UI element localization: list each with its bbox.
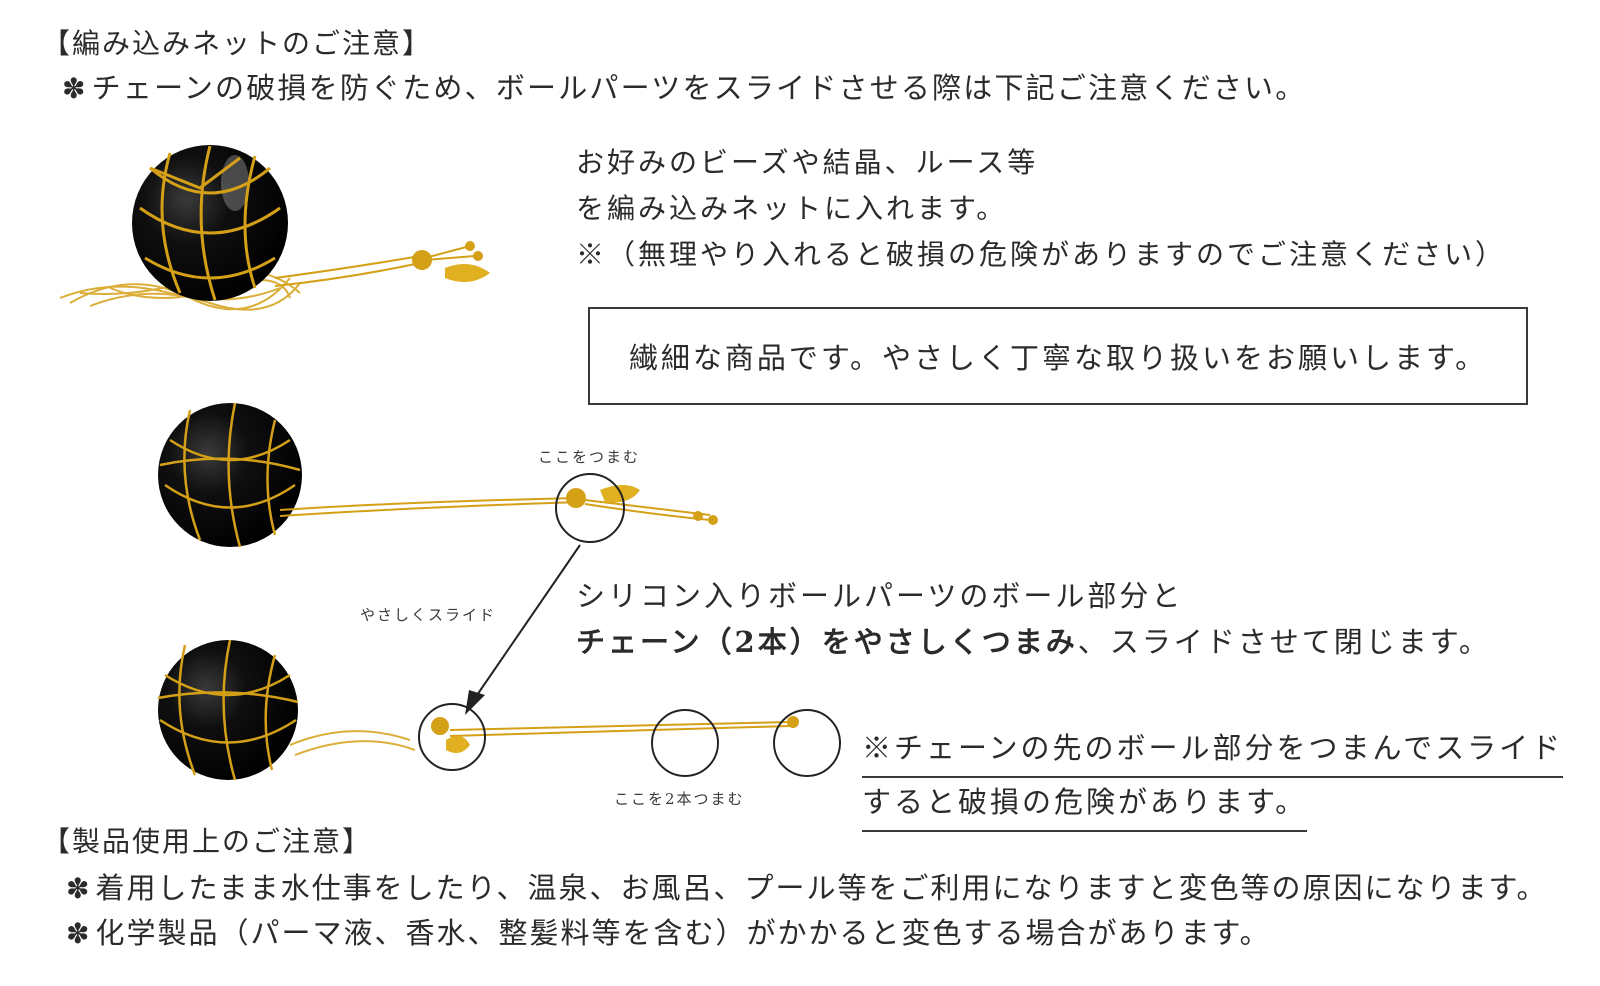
pinch-circle-marker-ball	[418, 703, 486, 771]
label-slide-gently: やさしくスライド	[360, 606, 497, 624]
warning: ※チェーンの先のボール部分をつまんでスライド すると破損の危険があります。	[862, 724, 1564, 832]
description-line-2: を編み込みネットに入れます。	[576, 192, 1008, 225]
notice-text: 繊細な商品です。やさしく丁寧な取り扱いをお願いします。	[628, 341, 1488, 375]
flower-bullet-icon: ✽	[66, 917, 92, 950]
instruction-line-2: チェーン（2本）をやさしくつまみ、スライドさせて閉じます。	[576, 619, 1491, 665]
warning-line-2: すると破損の危険があります。	[862, 778, 1308, 832]
section-title-usage: 【製品使用上のご注意】	[42, 825, 373, 858]
usage-list: ✽着用したまま水仕事をしたり、温泉、お風呂、プール等をご利用になりますと変色等の…	[66, 866, 1548, 956]
product-photo-pinch	[158, 402, 718, 548]
product-photo-closed	[157, 639, 799, 781]
instruction-line-2-rest: 、スライドさせて閉じます。	[1077, 625, 1491, 659]
description-line-1: お好みのビーズや結晶、ルース等	[576, 146, 1039, 179]
description-line-3: ※（無理やり入れると破損の危険がありますのでご注意ください）	[576, 238, 1507, 271]
usage-item: ✽化学製品（パーマ液、香水、整髪料等を含む）がかかると変色する場合があります。	[66, 916, 1271, 950]
warning-line-1: ※チェーンの先のボール部分をつまんでスライド	[862, 724, 1564, 778]
product-photo-open	[59, 145, 490, 311]
instruction: シリコン入りボールパーツのボール部分と チェーン（2本）をやさしくつまみ、スライ…	[576, 573, 1491, 665]
flower-bullet-icon: ✽	[66, 872, 92, 905]
instruction-line-2-bold: チェーン（2本）をやさしくつまみ	[576, 625, 1078, 659]
flower-bullet-icon: ✽	[62, 72, 88, 105]
net-caution-note: ✽チェーンの破損を防ぐため、ボールパーツをスライドさせる際は下記ご注意ください。	[62, 68, 1306, 109]
warning-circle-marker-tip	[773, 709, 841, 777]
label-pinch-here: ここをつまむ	[538, 448, 641, 466]
label-pinch-two: ここを2本つまむ	[614, 790, 745, 808]
instruction-line-1: シリコン入りボールパーツのボール部分と	[576, 579, 1184, 613]
net-caution-text: チェーンの破損を防ぐため、ボールパーツをスライドさせる際は下記ご注意ください。	[91, 71, 1307, 105]
description: お好みのビーズや結晶、ルース等 を編み込みネットに入れます。 ※（無理やり入れる…	[576, 140, 1506, 278]
pinch-circle-marker	[555, 473, 625, 543]
pinch-circle-marker-chain	[651, 709, 719, 777]
notice-box: 繊細な商品です。やさしく丁寧な取り扱いをお願いします。	[588, 307, 1528, 405]
section-title-net-caution: 【編み込みネットのご注意】	[42, 27, 433, 60]
usage-item: ✽着用したまま水仕事をしたり、温泉、お風呂、プール等をご利用になりますと変色等の…	[66, 871, 1548, 905]
